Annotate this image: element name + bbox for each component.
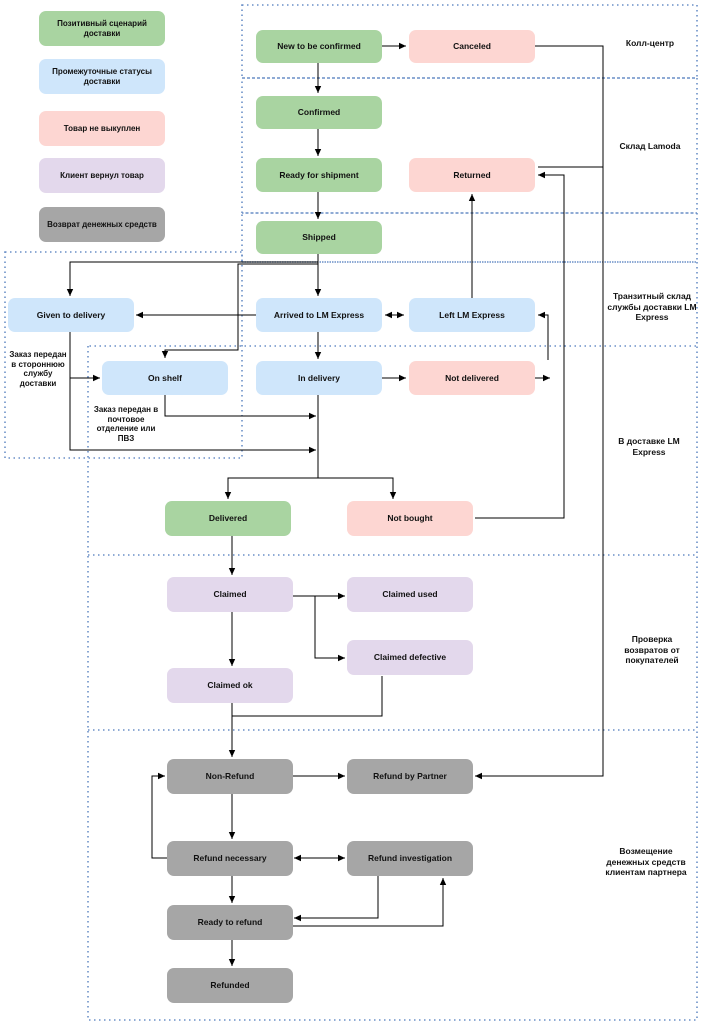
- status-not-delivered: Not delivered: [409, 361, 535, 395]
- zone-borders: [4, 4, 698, 1021]
- status-refund-investigation: Refund investigation: [347, 841, 473, 876]
- status-refund-by-partner: Refund by Partner: [347, 759, 473, 794]
- zone-label-call-center: Колл-центр: [625, 38, 675, 48]
- legend-refund: Возврат денежных средств: [39, 207, 165, 242]
- status-claimed-used: Claimed used: [347, 577, 473, 612]
- status-claimed: Claimed: [167, 577, 293, 612]
- zone-label-in-delivery: В доставке LM Express: [618, 436, 680, 457]
- status-arrived-to-lm-express: Arrived to LM Express: [256, 298, 382, 332]
- status-claimed-ok: Claimed ok: [167, 668, 293, 703]
- zone-label-refunds: Возмещение денежных средств клиентам пар…: [605, 846, 687, 878]
- status-refunded: Refunded: [167, 968, 293, 1003]
- status-on-shelf: On shelf: [102, 361, 228, 395]
- status-not-bought: Not bought: [347, 501, 473, 536]
- legend-intermediate: Промежуточные статусы доставки: [39, 59, 165, 94]
- status-refund-necessary: Refund necessary: [167, 841, 293, 876]
- status-ready-to-refund: Ready to refund: [167, 905, 293, 940]
- zone-border-transit: [241, 212, 698, 263]
- status-canceled: Canceled: [409, 30, 535, 63]
- status-non-refund: Non-Refund: [167, 759, 293, 794]
- status-given-to-delivery: Given to delivery: [8, 298, 134, 332]
- connectors: [66, 42, 604, 966]
- status-new-to-be-confirmed: New to be confirmed: [256, 30, 382, 63]
- status-shipped: Shipped: [256, 221, 382, 254]
- legend-not-bought: Товар не выкуплен: [39, 111, 165, 146]
- status-ready-for-shipment: Ready for shipment: [256, 158, 382, 192]
- zone-label-lamoda-warehouse: Склад Lamoda: [619, 141, 681, 151]
- legend-returned-by-client: Клиент вернул товар: [39, 158, 165, 193]
- zone-label-transit-warehouse: Транзитный склад службы доставки LM Expr…: [607, 291, 697, 323]
- note-third-party-delivery: Заказ передан в стороннюю службу доставк…: [9, 350, 67, 388]
- status-delivered: Delivered: [165, 501, 291, 536]
- zone-border-in-delivery: [87, 346, 698, 1021]
- status-returned: Returned: [409, 158, 535, 192]
- legend-positive: Позитивный сценарий доставки: [39, 11, 165, 46]
- status-confirmed: Confirmed: [256, 96, 382, 129]
- zone-label-returns-check: Проверка возвратов от покупателей: [624, 634, 680, 666]
- status-in-delivery: In delivery: [256, 361, 382, 395]
- status-claimed-defective: Claimed defective: [347, 640, 473, 675]
- note-post-office: Заказ передан в почтовое отделение или П…: [93, 405, 159, 443]
- status-left-lm-express: Left LM Express: [409, 298, 535, 332]
